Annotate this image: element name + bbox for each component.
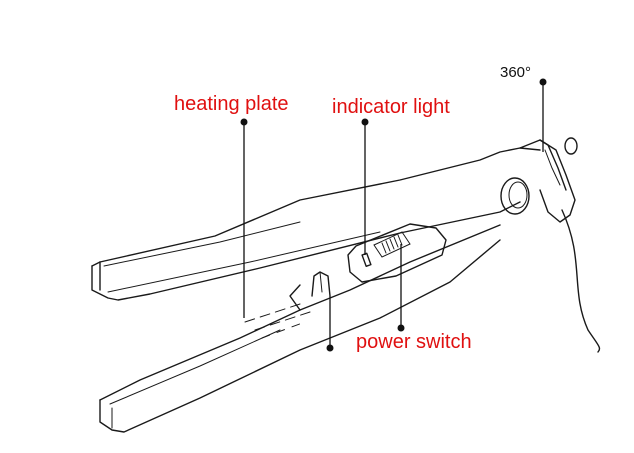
indicator-light-lamp — [361, 252, 372, 268]
pivot-knob — [500, 177, 530, 215]
lower-arm — [99, 224, 501, 433]
leader-lines — [243, 82, 544, 348]
swivel-cord-connector — [519, 137, 601, 353]
rotation-dot — [539, 78, 547, 86]
heating-plate-glints — [244, 303, 311, 339]
label-power-switch: power switch — [356, 331, 472, 353]
heating-plate-dot — [240, 118, 248, 126]
upper-arm — [91, 147, 541, 301]
switch-panel — [347, 223, 447, 283]
latch-hook — [311, 271, 331, 297]
power-switch-dot — [397, 324, 405, 332]
leader-dots — [240, 78, 547, 352]
label-heating-plate: heating plate — [174, 93, 289, 115]
indicator-light-dot — [361, 118, 369, 126]
switch-slider-ridges — [381, 234, 403, 254]
latch-dot — [326, 344, 334, 352]
label-rotation: 360° — [500, 64, 531, 81]
label-indicator-light: indicator light — [332, 96, 450, 118]
